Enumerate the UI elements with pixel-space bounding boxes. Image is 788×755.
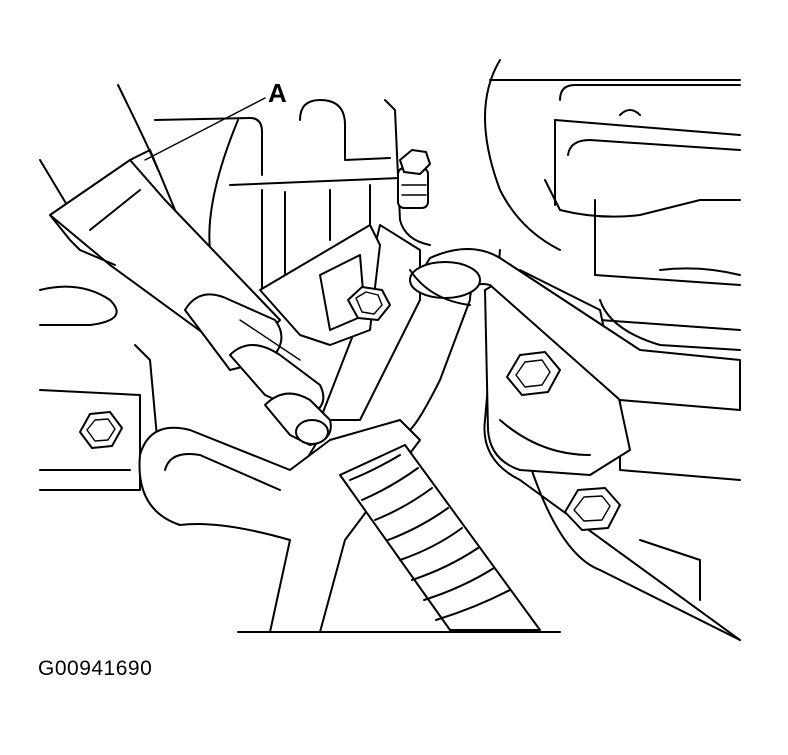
hex-bolt-icon [347,286,391,321]
callout-label-a: A [268,78,287,108]
sensor-bracket [259,224,381,346]
callout-leader-line [144,97,266,161]
hex-bolt-icon [564,487,621,531]
hex-bolt-icon [397,149,431,209]
hex-bolt-icon [506,351,561,396]
connector-clip-icon [49,149,332,446]
hex-bolt-icon [79,411,123,449]
corrugated-hose-icon [339,444,541,631]
figure-code: G00941690 [38,657,153,680]
engine-housing-outlines [39,84,431,491]
